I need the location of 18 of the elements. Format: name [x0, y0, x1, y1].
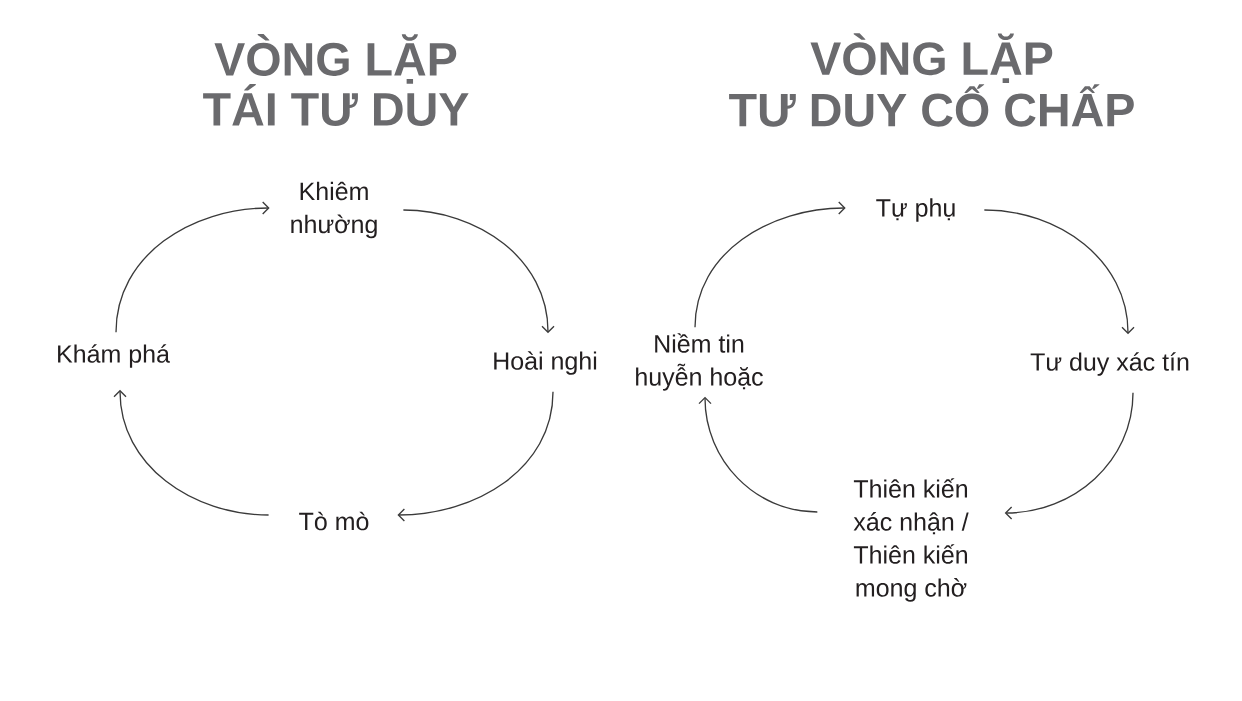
step-label: Thiên kiến xác nhận / Thiên kiến mong chờ — [853, 478, 969, 602]
step-label: Khám phá — [58, 344, 170, 368]
heading: VÒNG LẶP TƯ DUY CỐ CHẤP — [729, 33, 1134, 127]
curved-arrow — [115, 201, 270, 333]
curved-arrow — [1004, 392, 1134, 520]
heading: VÒNG LẶP TÁI TƯ DUY — [203, 34, 469, 126]
step-label: Khiêm nhường — [291, 181, 377, 239]
step-label: Tư duy xác tín — [1030, 352, 1189, 376]
curved-arrow — [402, 209, 555, 334]
step-label: Niềm tin huyễn hoặc — [636, 333, 763, 391]
curved-arrow — [983, 209, 1135, 335]
step-label: Hoài nghi — [494, 351, 597, 375]
step-label: Tò mò — [299, 511, 369, 531]
step-label: Tự phụ — [876, 198, 955, 222]
curved-arrow — [694, 201, 846, 328]
curved-arrow — [397, 391, 554, 522]
curved-arrow — [113, 389, 270, 516]
curved-arrow — [698, 396, 818, 513]
